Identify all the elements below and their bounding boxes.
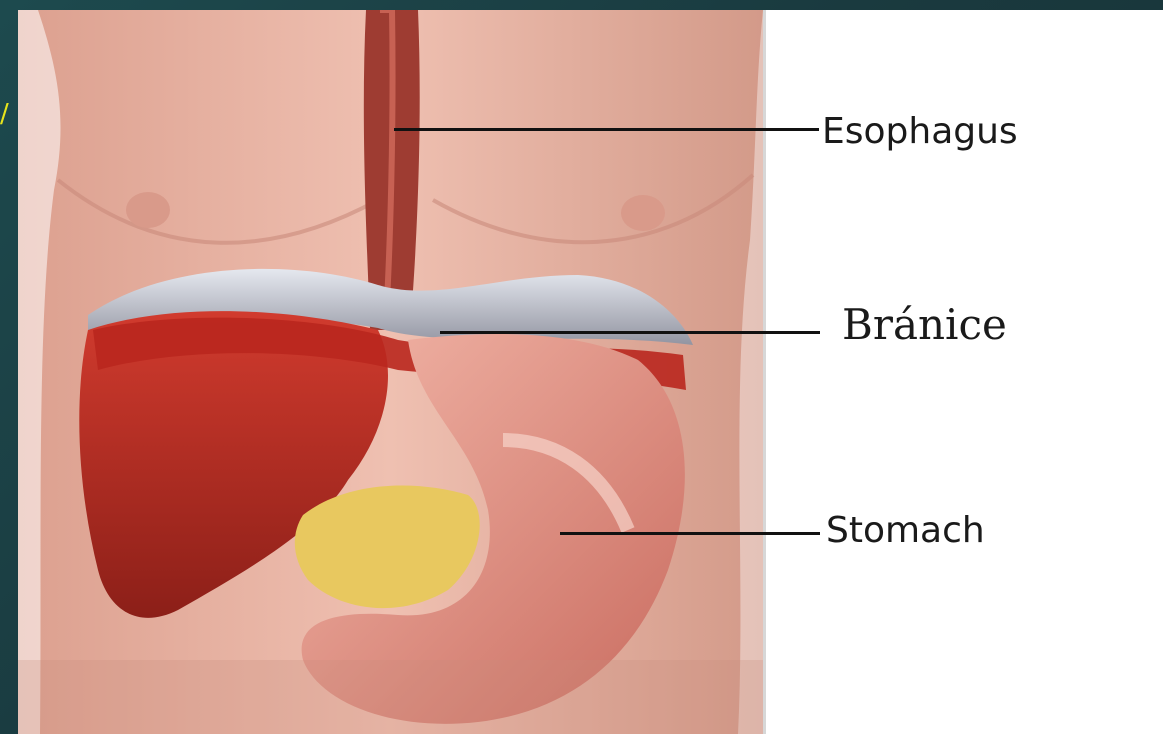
branice-label: Bránice xyxy=(842,300,1007,349)
nipple-left xyxy=(126,192,170,228)
stomach-leader-line xyxy=(560,532,820,535)
accent-slash-icon: / xyxy=(0,96,10,132)
esophagus-leader-line xyxy=(394,128,819,131)
esophagus-label: Esophagus xyxy=(822,111,1018,152)
lower-torso-shadow xyxy=(18,660,763,734)
image-divider xyxy=(763,10,766,734)
nipple-right xyxy=(621,195,665,231)
stomach-label: Stomach xyxy=(826,510,985,551)
branice-leader-line xyxy=(440,331,820,334)
